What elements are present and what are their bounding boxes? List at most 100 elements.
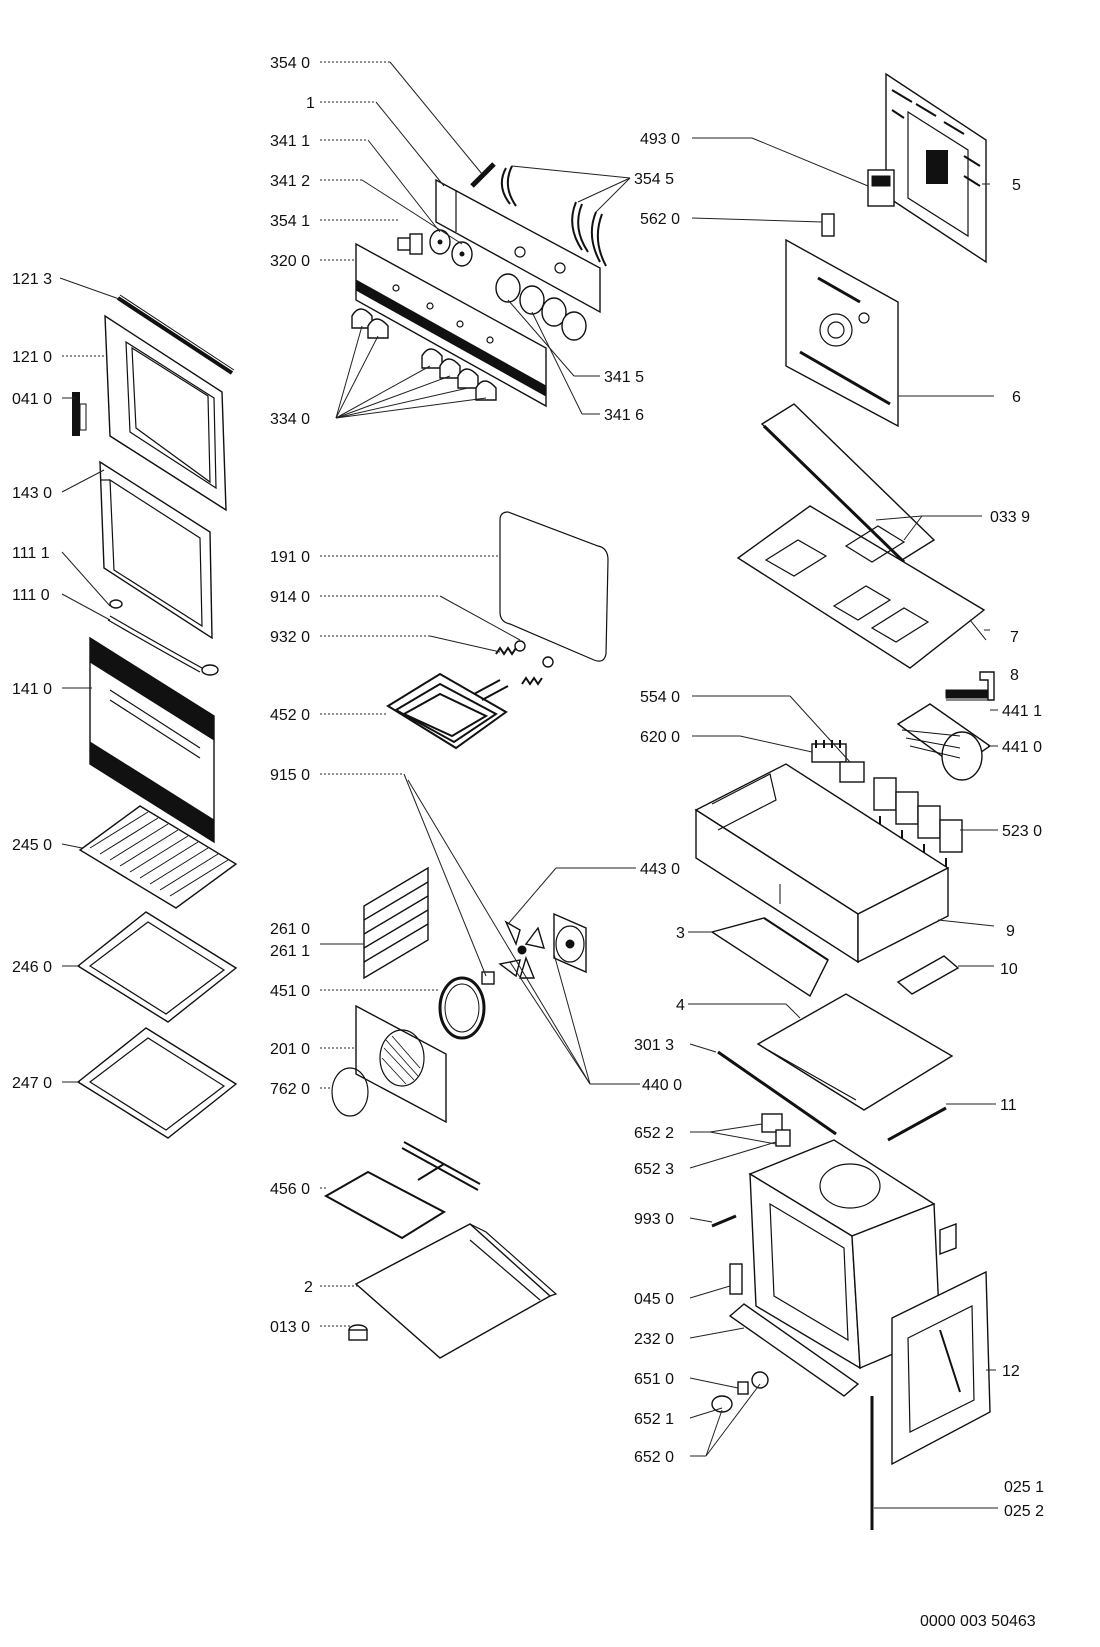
outer-door-glass-part [89,636,215,844]
inner-back-wall-part [785,238,899,428]
label-620-0: 620 0 [640,729,680,746]
base-plate-part [756,993,954,1111]
fan-disc-part [331,1067,369,1117]
screw-part [711,1214,737,1228]
label-320-0: 320 0 [270,253,310,270]
label-341-2: 341 2 [270,173,310,190]
circular-element-part [438,976,486,1040]
top-plate-part [736,505,987,669]
label-652-3: 652 3 [634,1161,674,1178]
label-245-0: 245 0 [12,837,52,854]
label-111-1: 111 1 [12,545,50,562]
inner-door-glass-part [99,460,213,640]
door-latch-part [729,1263,743,1295]
door-handle-part [107,599,219,676]
leader-lines [59,61,998,1509]
front-strip-part [728,1303,860,1397]
label-354-1: 354 1 [270,213,310,230]
label-456-0: 456 0 [270,1181,310,1198]
control-knobs-part [351,308,497,401]
lamp-holder-part [761,1113,791,1147]
label-191-0: 191 0 [270,549,310,566]
label-3: 3 [676,925,685,942]
support-bracket-part [710,917,829,998]
label-261-1: 261 1 [270,943,310,960]
spring-washer-part [495,640,554,686]
control-housing-part [694,763,950,964]
label-341-6: 341 6 [604,407,644,424]
door-trim-strip-part [116,294,235,375]
label-013-0: 013 0 [270,1319,310,1336]
label-232-0: 232 0 [634,1331,674,1348]
label-11: 11 [1000,1097,1017,1114]
label-025-1: 025 1 [1004,1479,1044,1496]
baking-tray-part [76,911,238,1023]
terminal-strip-part [945,689,989,701]
label-201-0: 201 0 [270,1041,310,1058]
label-111-0: 111 0 [12,587,50,604]
label-441-1: 441 1 [1002,703,1042,720]
label-025-2: 025 2 [1004,1503,1044,1520]
label-041-0: 041 0 [12,391,52,408]
selector-switch-part [811,740,847,763]
label-562-0: 562 0 [640,211,680,228]
drip-tray-part [76,1027,238,1139]
label-5: 5 [1012,177,1021,194]
label-033-9: 033 9 [990,509,1030,526]
part-labels: 121 3 121 0 041 0 143 0 111 1 111 0 141 … [12,55,1044,1630]
wire-rack-part [78,805,238,909]
label-441-0: 441 0 [1002,739,1042,756]
label-354-0: 354 0 [270,55,310,72]
label-914-0: 914 0 [270,589,310,606]
label-246-0: 246 0 [12,959,52,976]
label-762-0: 762 0 [270,1081,310,1098]
control-fascia-part [355,242,547,408]
cooling-fan-part [896,703,992,781]
label-554-0: 554 0 [640,689,680,706]
grill-element-part [323,1141,481,1240]
lamp-rod-part [470,162,496,188]
oven-lamp-part [711,1371,769,1413]
label-141-0: 141 0 [12,681,52,698]
top-heating-element-part [386,672,509,750]
label-451-0: 451 0 [270,983,310,1000]
label-440-0: 440 0 [642,1077,682,1094]
insulation-strip-part [760,403,936,564]
label-452-0: 452 0 [270,707,310,724]
label-301-3: 301 3 [634,1037,674,1054]
label-443-0: 443 0 [640,861,680,878]
label-523-0: 523 0 [1002,823,1042,840]
bottom-plate-part [354,1223,558,1359]
label-651-0: 651 0 [634,1371,674,1388]
rear-cover-part [885,72,987,264]
label-334-0: 334 0 [270,411,310,428]
dial-discs-part [429,229,587,341]
label-493-0: 493 0 [640,131,680,148]
energy-regulators-part [873,777,963,868]
foot-part [348,1324,368,1341]
fan-cover-panel-part [355,1004,447,1124]
thermostat-part [867,169,895,207]
label-652-1: 652 1 [634,1411,674,1428]
wiring-harness-part [500,165,607,267]
label-932-0: 932 0 [270,629,310,646]
label-121-0: 121 0 [12,349,52,366]
label-2: 2 [304,1279,313,1296]
label-121-3: 121 3 [12,271,52,288]
label-7: 7 [1010,629,1019,646]
label-10: 10 [1000,961,1018,978]
side-panel-part [891,1270,991,1466]
label-354-5: 354 5 [634,171,674,188]
label-9: 9 [1006,923,1015,940]
hinge-part [72,392,87,436]
control-board-part [435,178,601,314]
side-runners-part [363,866,429,980]
label-4: 4 [676,997,685,1014]
label-8: 8 [1010,667,1019,684]
fan-nut-part [481,971,495,985]
label-341-5: 341 5 [604,369,644,386]
label-652-0: 652 0 [634,1449,674,1466]
label-261-0: 261 0 [270,921,310,938]
label-1: 1 [306,95,315,112]
label-143-0: 143 0 [12,485,52,502]
